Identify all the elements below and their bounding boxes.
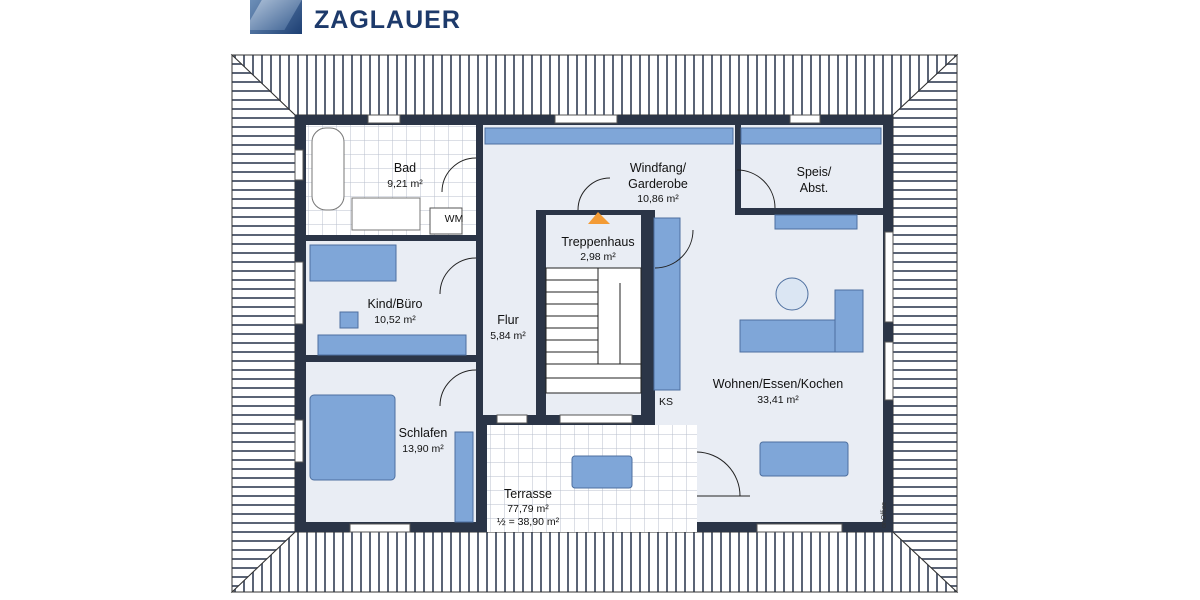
furniture — [309, 127, 882, 523]
room-name-bad: Bad — [394, 161, 416, 175]
stairs — [545, 212, 642, 394]
room-area-schlafen: 13,90 m² — [402, 443, 444, 455]
room-area-terrasse: 77,79 m² — [507, 503, 549, 515]
room-labels: Bad 9,21 m² WM Kind/Büro 10,52 m² Schlaf… — [368, 161, 888, 528]
room-name-schlafen: Schlafen — [399, 426, 448, 440]
windows — [294, 114, 894, 533]
stair-arrow-icon — [588, 212, 610, 224]
room-area-kind: 10,52 m² — [374, 314, 416, 326]
room-name-speis: Speis/ — [797, 165, 832, 179]
doors — [439, 157, 776, 497]
washer-label: WM — [445, 213, 464, 225]
room-area-bad: 9,21 m² — [387, 178, 423, 190]
room-name-abst: Abst. — [800, 181, 829, 195]
room-area-wohnen: 33,41 m² — [757, 394, 799, 406]
room-area-windfang: 10,86 m² — [637, 193, 679, 205]
room-name-flur: Flur — [497, 313, 519, 327]
room-area-flur: 5,84 m² — [490, 330, 526, 342]
room-name-kind: Kind/Büro — [368, 297, 423, 311]
fridge-label: KS — [659, 396, 673, 408]
logo-text: ZAGLAUER — [314, 5, 461, 34]
room-name-windfang: Windfang/ — [630, 161, 687, 175]
room-name-terrasse: Terrasse — [504, 487, 552, 501]
room-area-treppenhaus: 2,98 m² — [580, 251, 616, 263]
room-name-wohnen: Wohnen/Essen/Kochen — [713, 377, 843, 391]
logo-mark — [250, 0, 302, 34]
watermark: onOffice — [881, 502, 888, 528]
logo: ZAGLAUER — [250, 0, 461, 34]
room-name-garderobe: Garderobe — [628, 177, 688, 191]
room-name-treppenhaus: Treppenhaus — [561, 235, 634, 249]
room-area-terrasse-half: ½ = 38,90 m² — [497, 516, 560, 528]
